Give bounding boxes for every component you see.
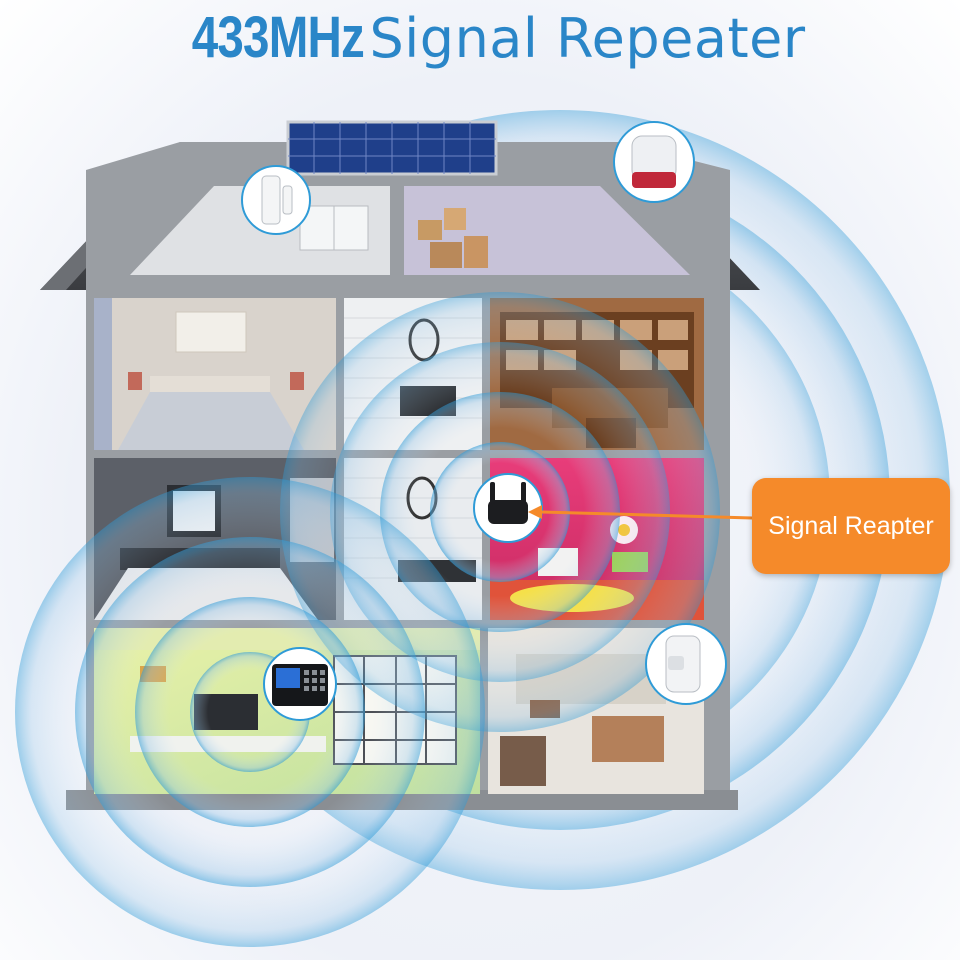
title-product: Signal Repeater (369, 7, 806, 70)
signal-waves-panel (15, 477, 485, 947)
callout-pointer (528, 505, 753, 520)
signal-repeater-callout: Signal Reapter (752, 478, 950, 574)
room-bedroom-1 (94, 298, 336, 450)
door-sensor-icon (241, 165, 311, 235)
page-title: 433MHz Signal Repeater (0, 4, 960, 71)
signal-repeater-icon (473, 473, 543, 543)
pir-motion-sensor-icon (645, 623, 727, 705)
solar-panel-icon (286, 120, 498, 176)
title-frequency: 433MHz (192, 5, 365, 70)
callout-label: Signal Reapter (768, 511, 934, 540)
siren-icon (613, 121, 695, 203)
room-attic-storage (404, 186, 690, 275)
alarm-panel-icon (263, 647, 337, 721)
